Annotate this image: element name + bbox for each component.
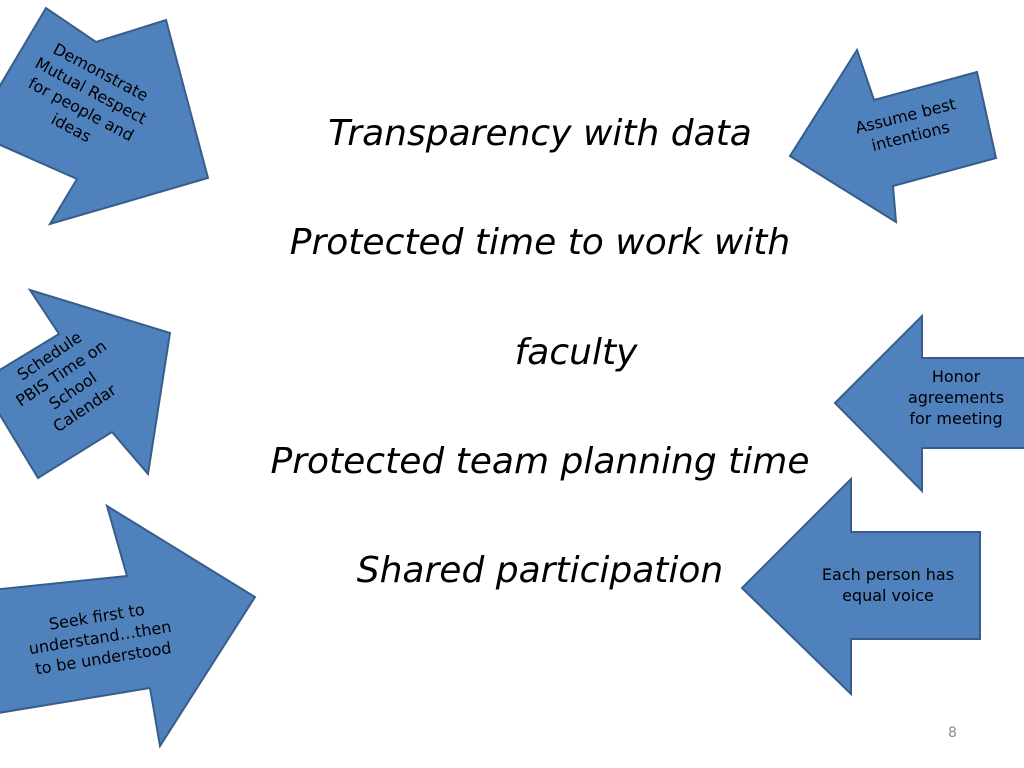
arrow-label-honor-agreements: Honor agreements for meeting	[907, 367, 1005, 428]
center-line-shared-participation: Shared participation	[356, 550, 724, 591]
arrow-best-intentions	[788, 47, 998, 224]
arrow-equal-voice	[740, 476, 981, 697]
arrow-schedule-pbis	[0, 288, 172, 480]
arrow-seek-first	[0, 503, 257, 749]
arrow-label-equal-voice: Each person has equal voice	[821, 565, 955, 605]
center-line-protected-time: Protected time to work with	[289, 222, 791, 263]
center-line-transparency: Transparency with data	[328, 113, 752, 154]
slide-number: 8	[948, 725, 957, 741]
center-line-faculty: faculty	[514, 332, 638, 373]
arrow-mutual-respect	[0, 6, 210, 226]
arrow-honor-agreements	[833, 313, 1024, 494]
center-line-team-planning: Protected team planning time	[270, 441, 810, 482]
